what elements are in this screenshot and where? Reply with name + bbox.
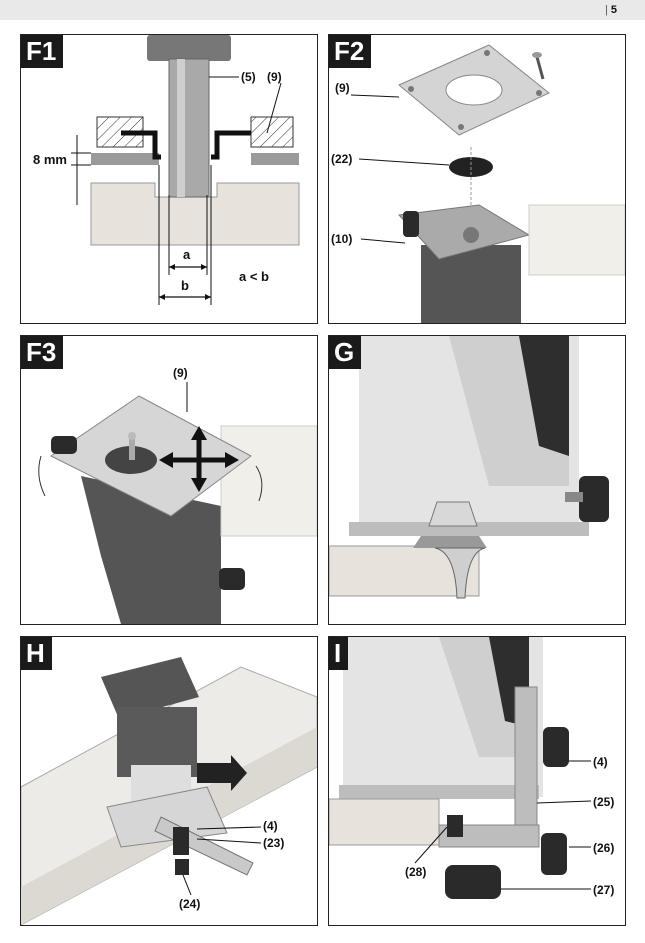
- figure-f1: F1: [20, 34, 318, 324]
- callout-28: (28): [405, 865, 427, 879]
- callout-22: (22): [331, 152, 353, 166]
- callout-9: (9): [267, 70, 282, 84]
- callout-23: (23): [263, 836, 285, 850]
- i-drawing: [329, 637, 592, 899]
- callout-25: (25): [593, 795, 615, 809]
- callout-27: (27): [593, 883, 615, 897]
- figure-h: H (4) (23) (24): [20, 636, 318, 926]
- callout-9: (9): [335, 81, 350, 95]
- page-number: |5: [605, 4, 617, 16]
- figure-g: G: [328, 335, 626, 625]
- figure-tag: G: [329, 336, 362, 369]
- dim-b-label: b: [181, 278, 189, 293]
- header-bar: [0, 0, 645, 20]
- figure-tag: I: [329, 637, 349, 670]
- h-drawing: [21, 657, 317, 925]
- g-drawing: [329, 336, 609, 599]
- callout-4: (4): [263, 819, 278, 833]
- relation-label: a < b: [239, 269, 269, 284]
- figure-tag: F2: [329, 35, 372, 68]
- figure-f3: F3 (9): [20, 335, 318, 625]
- depth-label: 8 mm: [33, 152, 67, 167]
- callout-24: (24): [179, 897, 201, 911]
- callout-5: (5): [241, 70, 256, 84]
- figure-tag: F3: [21, 336, 64, 369]
- dim-a-label: a: [183, 247, 191, 262]
- figure-f2: F2 (9) (22) (10): [328, 34, 626, 324]
- callout-26: (26): [593, 841, 615, 855]
- callout-4: (4): [593, 755, 608, 769]
- f3-drawing: [38, 382, 317, 624]
- f1-drawing: [71, 35, 300, 305]
- figure-i: I (4) (25) (26) (28) (27): [328, 636, 626, 926]
- callout-10: (10): [331, 232, 353, 246]
- figure-tag: F1: [21, 35, 64, 68]
- f2-drawing: [350, 44, 625, 323]
- callout-9: (9): [173, 366, 188, 380]
- figure-tag: H: [21, 637, 52, 670]
